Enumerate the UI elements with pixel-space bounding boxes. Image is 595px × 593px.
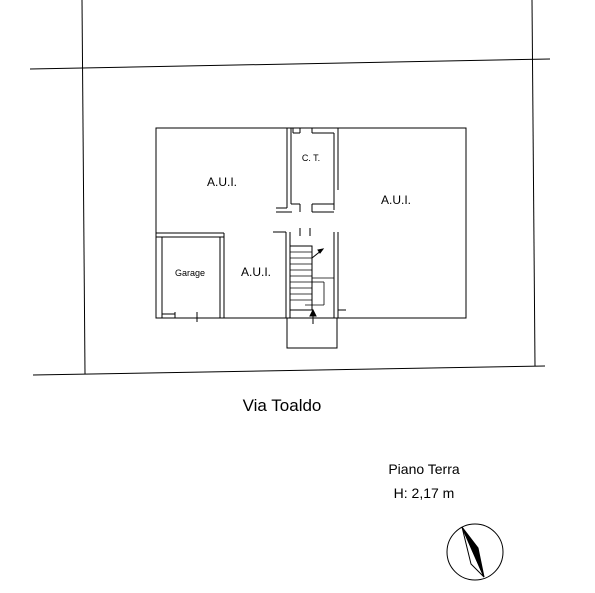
lot-boundary	[29, 0, 551, 376]
north-arrow-icon	[446, 523, 504, 581]
ct-room-walls	[276, 128, 339, 213]
street-name: Via Toaldo	[243, 396, 322, 415]
stair-direction-arrow-icon	[311, 248, 325, 259]
floor-height: H: 2,17 m	[394, 485, 455, 501]
lot-line-top	[29, 58, 551, 70]
garage-walls	[156, 232, 225, 322]
room-label-aui-top-left: A.U.I.	[207, 175, 237, 189]
lot-line-bottom	[32, 365, 546, 376]
room-label-aui-right: A.U.I.	[381, 193, 411, 207]
room-label-aui-bottom: A.U.I.	[241, 265, 271, 279]
lot-line-left	[81, 0, 86, 375]
stair-treads	[289, 245, 334, 311]
entrance-step	[286, 308, 338, 349]
lot-line-right	[531, 0, 536, 367]
stair-core	[273, 228, 346, 318]
room-label-garage: Garage	[175, 268, 205, 278]
room-label-ct: C. T.	[302, 153, 320, 163]
building	[155, 127, 467, 349]
floor-name: Piano Terra	[388, 461, 460, 477]
